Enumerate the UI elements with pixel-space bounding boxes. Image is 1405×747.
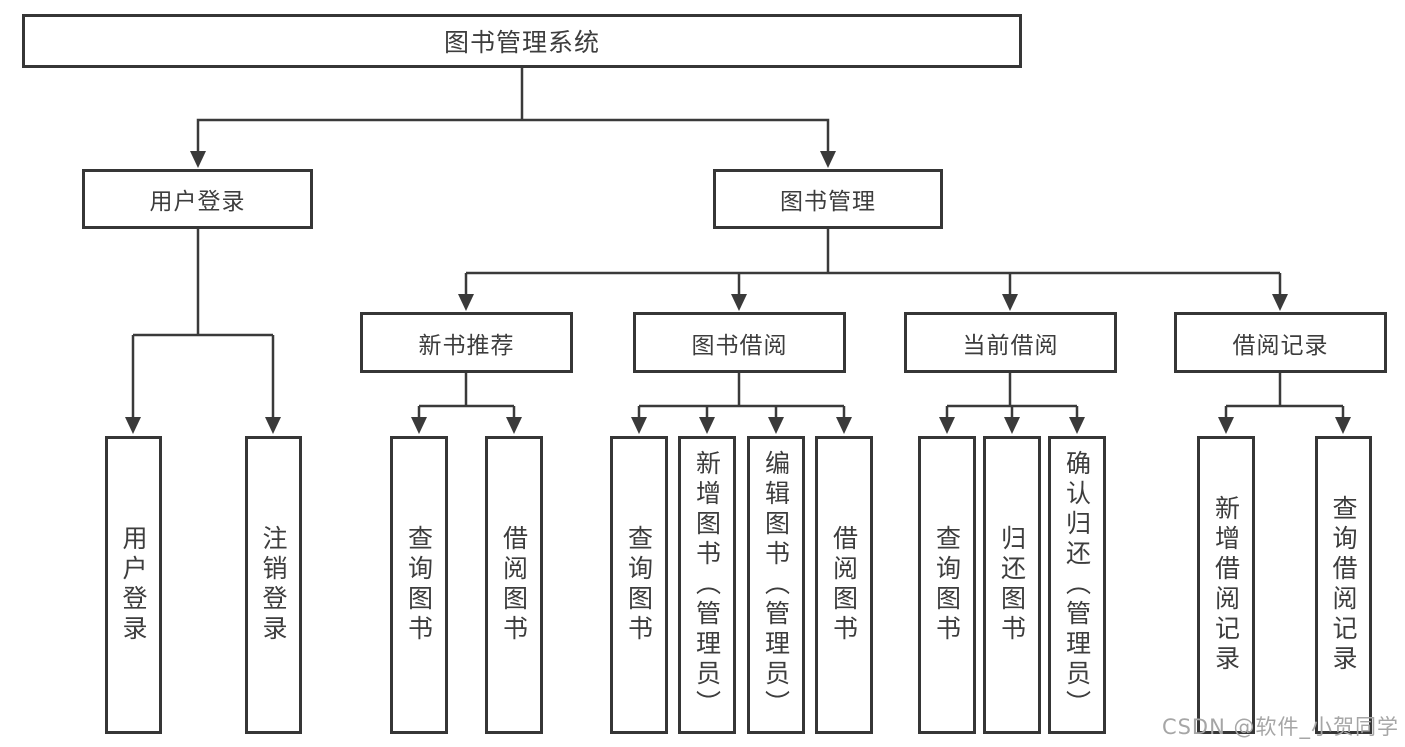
leaf-label: 查询图书 xyxy=(932,525,962,645)
node-user-login: 用户登录 xyxy=(82,169,313,229)
leaf-label: 新增图书（管理员） xyxy=(692,450,722,720)
node-borrow-records: 借阅记录 xyxy=(1174,312,1387,373)
leaf-borrow-edit-books-admin: 编辑图书（管理员） xyxy=(747,436,805,734)
node-current-borrowing: 当前借阅 xyxy=(904,312,1117,373)
leaf-records-add-record: 新增借阅记录 xyxy=(1197,436,1255,734)
connector-login-to-leaves xyxy=(131,229,275,424)
leaf-current-query-books: 查询图书 xyxy=(918,436,976,734)
connector-borrow-to-leaves xyxy=(637,373,846,424)
node-new-book-recommend: 新书推荐 xyxy=(360,312,573,373)
leaf-borrow-borrow-books: 借阅图书 xyxy=(815,436,873,734)
leaf-label: 新增借阅记录 xyxy=(1211,495,1241,675)
connector-current-to-leaves xyxy=(945,373,1079,424)
leaf-label: 借阅图书 xyxy=(499,525,529,645)
node-label: 用户登录 xyxy=(149,189,246,215)
connector-records-to-leaves xyxy=(1224,373,1345,424)
leaf-label: 查询借阅记录 xyxy=(1329,495,1358,675)
node-label: 新书推荐 xyxy=(418,332,515,359)
leaf-current-return-books: 归还图书 xyxy=(983,436,1041,734)
node-book-management: 图书管理 xyxy=(713,169,943,229)
leaf-label: 用户登录 xyxy=(119,525,148,645)
connector-newbook-to-leaves xyxy=(417,373,516,424)
node-label: 图书借阅 xyxy=(691,332,788,359)
leaf-label: 注销登录 xyxy=(259,525,288,645)
watermark: CSDN @软件_小贺同学 xyxy=(1161,715,1399,739)
leaf-records-query-record: 查询借阅记录 xyxy=(1315,436,1372,734)
leaf-label: 归还图书 xyxy=(997,525,1027,645)
connector-books-to-level3 xyxy=(464,229,1282,301)
node-library-system: 图书管理系统 xyxy=(22,14,1022,68)
leaf-newbook-borrow-books: 借阅图书 xyxy=(485,436,543,734)
leaf-label: 查询图书 xyxy=(624,525,654,645)
node-label: 当前借阅 xyxy=(962,332,1059,359)
node-label: 图书管理 xyxy=(780,189,876,215)
node-label: 图书管理系统 xyxy=(443,28,600,57)
leaf-label: 编辑图书（管理员） xyxy=(761,450,791,720)
leaf-label: 查询图书 xyxy=(404,525,434,645)
leaf-newbook-query-books: 查询图书 xyxy=(390,436,448,734)
leaf-label: 借阅图书 xyxy=(829,525,859,645)
leaf-borrow-query-books: 查询图书 xyxy=(610,436,668,734)
connector-root-to-level2 xyxy=(196,68,830,158)
node-book-borrowing: 图书借阅 xyxy=(633,312,846,373)
node-label: 借阅记录 xyxy=(1232,332,1329,359)
leaf-borrow-add-books-admin: 新增图书（管理员） xyxy=(678,436,736,734)
leaf-logout: 注销登录 xyxy=(245,436,302,734)
leaf-current-confirm-return-admin: 确认归还（管理员） xyxy=(1048,436,1106,734)
leaf-user-login: 用户登录 xyxy=(105,436,162,734)
leaf-label: 确认归还（管理员） xyxy=(1062,450,1092,720)
